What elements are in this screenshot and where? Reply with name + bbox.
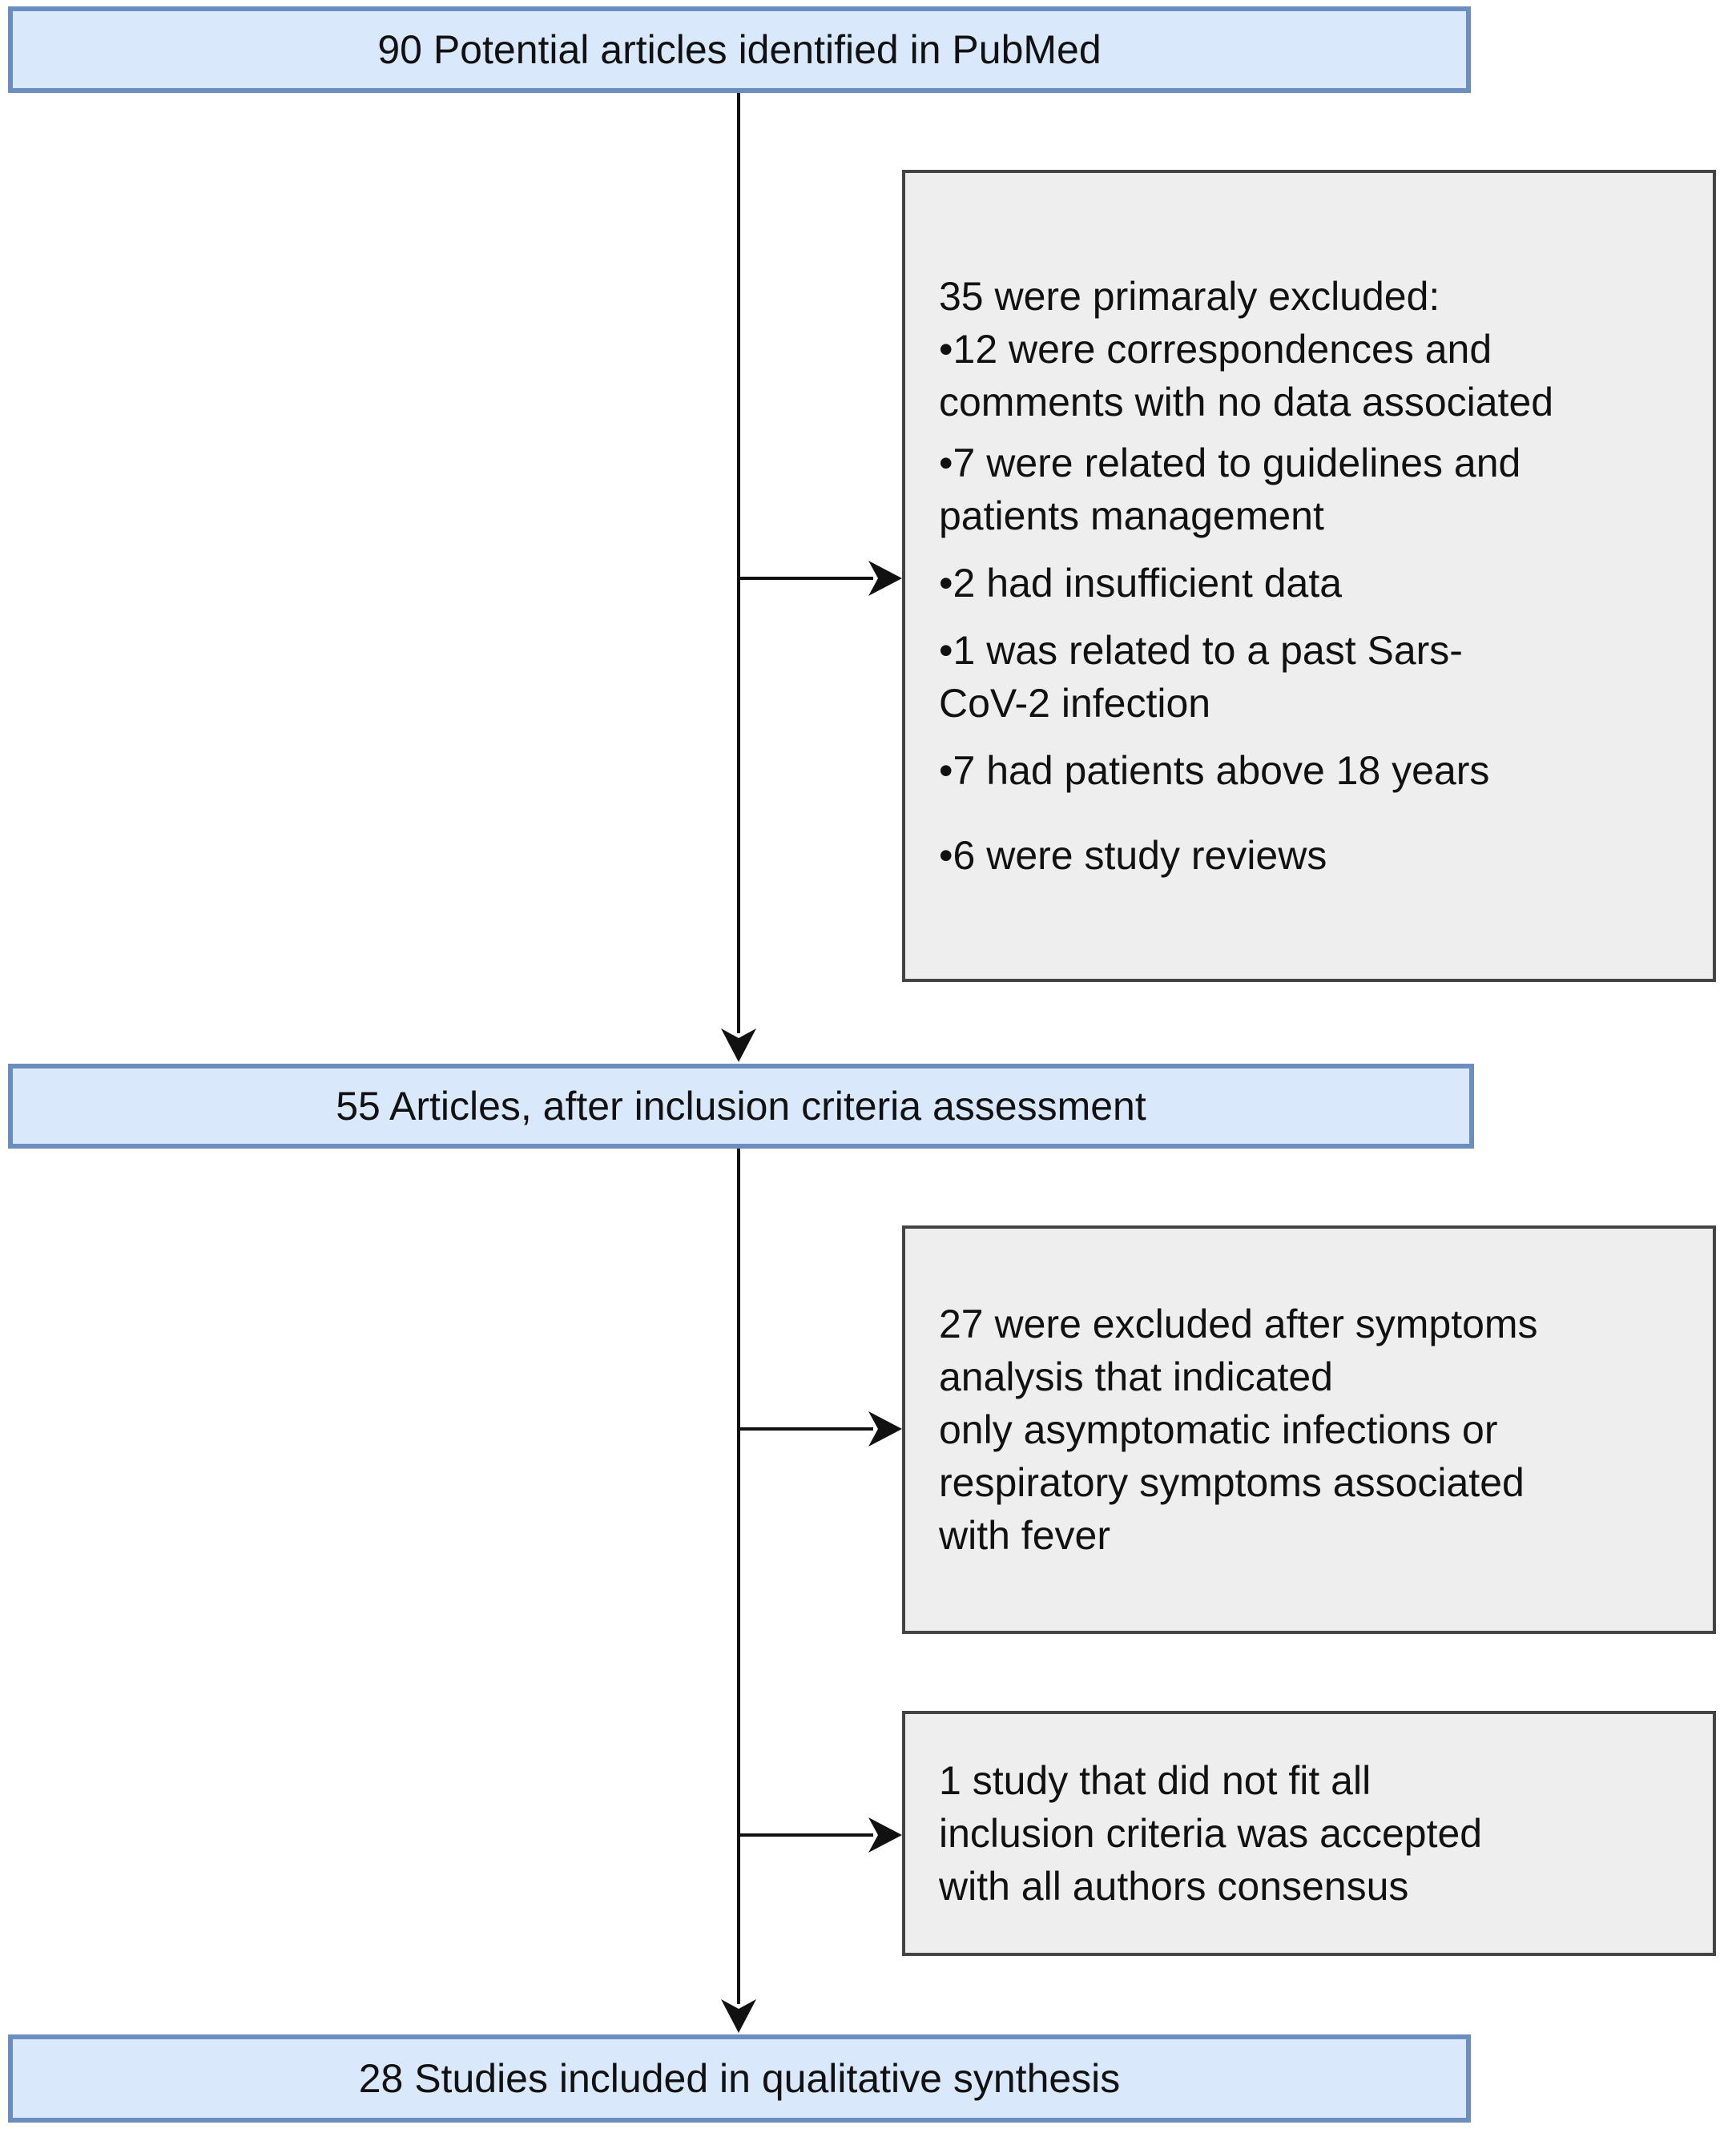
step-included-label: 28 Studies included in qualitative synth… xyxy=(358,2056,1121,2101)
step-after-inclusion: 55 Articles, after inclusion criteria as… xyxy=(8,1064,1474,1149)
exclusion-item: comments with no data associated xyxy=(939,380,1554,425)
exception-text: 1 study that did not fit all xyxy=(939,1758,1371,1803)
arrowhead-right-icon xyxy=(868,1411,902,1447)
arrowhead-down-icon xyxy=(721,1028,756,1062)
exception-text: with all authors consensus xyxy=(939,1864,1409,1909)
step-included: 28 Studies included in qualitative synth… xyxy=(8,2034,1471,2123)
exclusion-item: •2 had insufficient data xyxy=(939,561,1343,606)
step-after-inclusion-label: 55 Articles, after inclusion criteria as… xyxy=(336,1084,1146,1129)
exclusion-heading: 35 were primaraly excluded: xyxy=(939,274,1440,319)
symptoms-text: 27 were excluded after symptoms xyxy=(939,1302,1538,1346)
exclusion-item: •7 had patients above 18 years xyxy=(939,748,1490,793)
exception-text: inclusion criteria was accepted xyxy=(939,1811,1483,1856)
exclusion-item: •1 was related to a past Sars- xyxy=(939,628,1463,673)
exception-box: 1 study that did not fit all inclusion c… xyxy=(902,1711,1716,1956)
symptoms-text: analysis that indicated xyxy=(939,1354,1333,1399)
exclusion-item: •12 were correspondences and xyxy=(939,327,1492,372)
arrowhead-down-icon xyxy=(721,1999,756,2033)
exclusion-item: CoV-2 infection xyxy=(939,681,1211,726)
step-identified: 90 Potential articles identified in PubM… xyxy=(8,6,1471,93)
arrowhead-right-icon xyxy=(868,561,902,596)
exclusion-item: •6 were study reviews xyxy=(939,833,1327,878)
exclusion-item: •7 were related to guidelines and xyxy=(939,441,1521,485)
symptoms-text: respiratory symptoms associated xyxy=(939,1460,1525,1505)
step-identified-label: 90 Potential articles identified in PubM… xyxy=(377,27,1102,72)
exclusion-box-primary: 35 were primaraly excluded: •12 were cor… xyxy=(902,170,1716,982)
exclusion-item: patients management xyxy=(939,493,1324,538)
arrowhead-right-icon xyxy=(868,1817,902,1853)
symptoms-text: only asymptomatic infections or xyxy=(939,1407,1498,1452)
exclusion-box-symptoms: 27 were excluded after symptoms analysis… xyxy=(902,1225,1716,1634)
symptoms-text: with fever xyxy=(939,1513,1110,1558)
